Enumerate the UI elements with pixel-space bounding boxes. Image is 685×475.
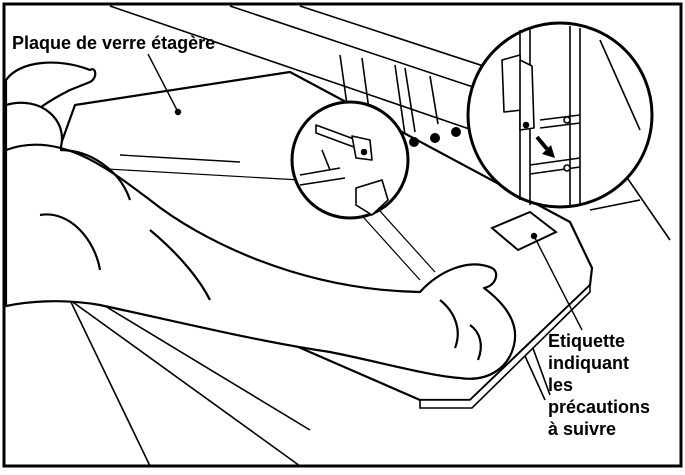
- caution-label-line: précautions: [548, 397, 651, 417]
- detail-rail-magnifier: [466, 21, 654, 209]
- caution-label-line: à suivre: [548, 419, 617, 439]
- detail-bracket-magnifier: [290, 100, 410, 220]
- caution-sticker: [490, 210, 558, 252]
- connector-dots: [409, 127, 461, 147]
- caution-label-line: les: [548, 375, 574, 395]
- right-arm: [4, 143, 517, 380]
- leader-lines: [147, 53, 583, 331]
- glass-shelf-label: Plaque de verre étagère: [12, 33, 216, 53]
- door-edge: [69, 299, 551, 467]
- caution-label-line: indiquant: [548, 353, 629, 373]
- outer-border: [2, 2, 683, 468]
- caution-label-text: Etiquette indiquant les précautions à su…: [548, 330, 650, 440]
- insertion-arrow-icon: [535, 135, 555, 158]
- caution-label-line: Etiquette: [548, 331, 626, 351]
